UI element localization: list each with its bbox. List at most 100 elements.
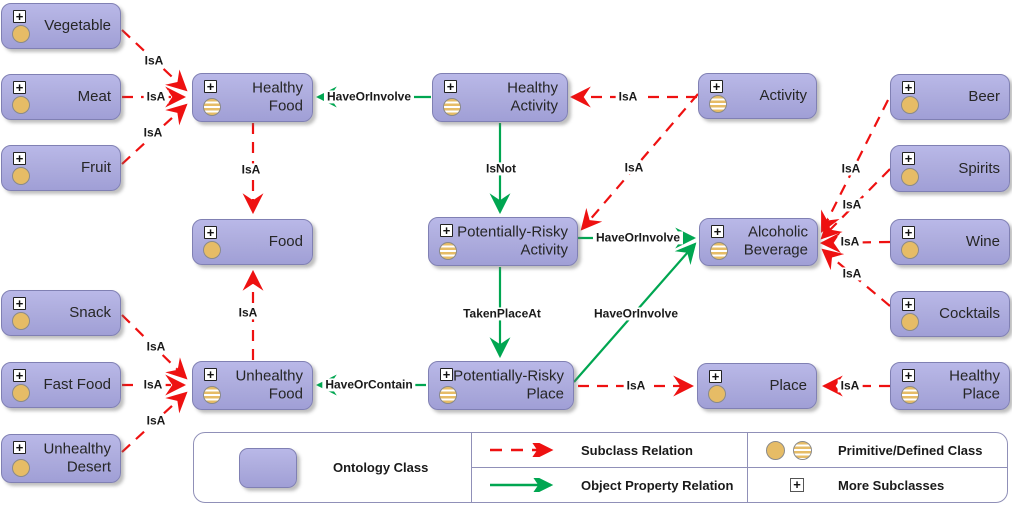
class-healthy-place[interactable]: + Healthy Place <box>890 362 1010 410</box>
more-subclasses-icon[interactable]: + <box>709 370 722 383</box>
edge-label-isa: IsA <box>143 414 169 428</box>
primitive-class-icon <box>12 167 30 185</box>
more-subclasses-icon[interactable]: + <box>902 81 915 94</box>
legend-label: More Subclasses <box>838 477 945 493</box>
class-label: Potentially-Risky Activity <box>457 223 568 259</box>
edge-label-isa: IsA <box>140 378 166 392</box>
defined-class-icon <box>901 386 919 404</box>
defined-class-icon <box>710 242 728 260</box>
more-subclasses-icon[interactable]: + <box>710 80 723 93</box>
legend-subclass-relation: Subclass Relation <box>472 433 747 467</box>
primitive-class-icon <box>12 312 30 330</box>
class-label: Fruit <box>81 158 111 176</box>
more-subclasses-icon[interactable]: + <box>444 80 457 93</box>
class-unhealthy-desert[interactable]: + Unhealthy Desert <box>1 434 121 483</box>
primitive-class-icon <box>12 25 30 43</box>
class-label: Vegetable <box>44 16 111 34</box>
legend-ontology-class: Ontology Class <box>194 433 471 502</box>
edge-label-isnot: IsNot <box>483 162 519 176</box>
edge-label-isa: IsA <box>143 340 169 354</box>
class-potentially-risky-place[interactable]: + Potentially-Risky Place <box>428 361 574 410</box>
class-label: Activity <box>759 86 807 104</box>
edge-label-isa: IsA <box>839 267 865 281</box>
defined-class-icon <box>793 440 812 460</box>
primitive-class-icon <box>12 384 30 402</box>
more-subclasses-icon[interactable]: + <box>440 368 453 381</box>
more-subclasses-icon[interactable]: + <box>711 225 724 238</box>
class-label: Alcoholic Beverage <box>743 223 808 259</box>
class-place[interactable]: + Place <box>697 363 817 409</box>
more-subclasses-icon[interactable]: + <box>902 152 915 165</box>
legend-label: Subclass Relation <box>581 442 693 458</box>
class-label: Healthy Food <box>252 79 303 115</box>
legend-label: Primitive/Defined Class <box>838 442 983 458</box>
class-label: Potentially-Risky Place <box>453 367 564 403</box>
primitive-class-icon <box>901 168 919 186</box>
more-subclasses-icon[interactable]: + <box>902 298 915 311</box>
class-meat[interactable]: + Meat <box>1 74 121 120</box>
class-label: Meat <box>77 87 111 105</box>
more-subclasses-icon[interactable]: + <box>13 10 26 23</box>
class-alcoholic-beverage[interactable]: + Alcoholic Beverage <box>699 218 818 266</box>
legend-more-subclasses: + More Subclasses <box>748 467 1007 502</box>
class-wine[interactable]: + Wine <box>890 219 1010 265</box>
more-subclasses-icon[interactable]: + <box>13 441 26 454</box>
more-subclasses-icon[interactable]: + <box>204 368 217 381</box>
primitive-class-icon <box>901 313 919 331</box>
more-subclasses-icon[interactable]: + <box>13 369 26 382</box>
class-activity[interactable]: + Activity <box>698 73 817 119</box>
edge-beer-isa-alcoholicbeverage <box>821 99 889 233</box>
more-subclasses-icon[interactable]: + <box>902 369 915 382</box>
edge-label-isa: IsA <box>621 161 647 175</box>
more-subclasses-icon[interactable]: + <box>440 224 453 237</box>
class-healthy-activity[interactable]: + Healthy Activity <box>432 73 568 122</box>
defined-class-icon <box>203 98 221 116</box>
class-vegetable[interactable]: + Vegetable <box>1 3 121 49</box>
edge-label-isa: IsA <box>839 198 865 212</box>
legend-label: Ontology Class <box>333 460 429 475</box>
edge-label-isa: IsA <box>837 379 863 393</box>
class-label: Healthy Place <box>949 367 1000 403</box>
class-fast-food[interactable]: + Fast Food <box>1 362 121 408</box>
class-unhealthy-food[interactable]: + Unhealthy Food <box>192 361 313 410</box>
class-snack[interactable]: + Snack <box>1 290 121 336</box>
class-fruit[interactable]: + Fruit <box>1 145 121 191</box>
class-label: Food <box>268 232 303 250</box>
class-spirits[interactable]: + Spirits <box>890 145 1010 192</box>
class-label: Wine <box>965 232 1000 250</box>
more-subclasses-icon[interactable]: + <box>204 80 217 93</box>
object-property-relation-arrow-icon <box>490 478 554 492</box>
edge-label-isa: IsA <box>837 235 863 249</box>
defined-class-icon <box>439 242 457 260</box>
edge-label-isa: IsA <box>235 306 261 320</box>
more-subclasses-icon[interactable]: + <box>13 81 26 94</box>
subclass-relation-arrow-icon <box>490 443 554 457</box>
legend-label: Object Property Relation <box>581 477 734 493</box>
class-food[interactable]: + Food <box>192 219 313 265</box>
primitive-class-icon <box>766 440 785 460</box>
class-label: Spirits <box>958 159 1000 177</box>
more-subclasses-icon[interactable]: + <box>902 226 915 239</box>
primitive-class-icon <box>708 385 726 403</box>
defined-class-icon <box>439 386 457 404</box>
primitive-class-icon <box>12 459 30 477</box>
more-subclasses-icon[interactable]: + <box>13 152 26 165</box>
class-potentially-risky-activity[interactable]: + Potentially-Risky Activity <box>428 217 578 266</box>
primitive-class-icon <box>12 96 30 114</box>
class-healthy-food[interactable]: + Healthy Food <box>192 73 313 122</box>
class-beer[interactable]: + Beer <box>890 74 1010 120</box>
class-cocktails[interactable]: + Cocktails <box>890 291 1010 337</box>
class-label: Unhealthy Food <box>235 367 303 403</box>
legend-object-property-relation: Object Property Relation <box>472 467 747 502</box>
primitive-class-icon <box>901 96 919 114</box>
more-subclasses-icon[interactable]: + <box>204 226 217 239</box>
primitive-class-icon <box>901 241 919 259</box>
defined-class-icon <box>203 386 221 404</box>
defined-class-icon <box>709 95 727 113</box>
edge-label-isa: IsA <box>623 379 649 393</box>
more-subclasses-icon[interactable]: + <box>13 297 26 310</box>
legend-primitive-defined-class: Primitive/Defined Class <box>748 433 1007 467</box>
ontology-class-sample-icon <box>239 447 297 488</box>
more-subclasses-icon: + <box>790 478 804 492</box>
